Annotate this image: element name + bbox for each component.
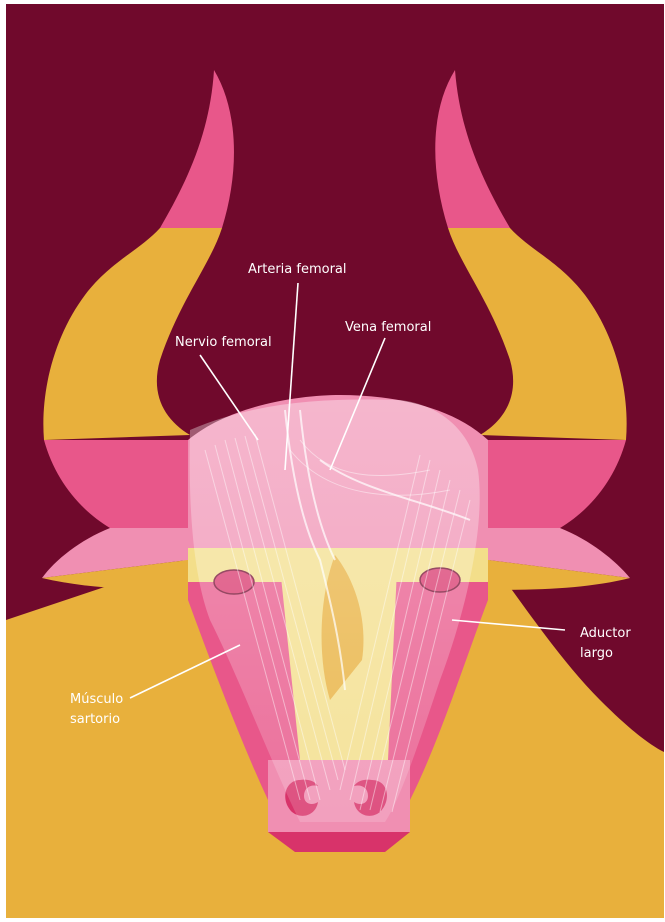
- label-arteria-femoral: Arteria femoral: [248, 262, 347, 277]
- label-musculo-line1: Músculo: [70, 692, 123, 707]
- label-vena-femoral: Vena femoral: [345, 320, 431, 335]
- label-nervio-femoral: Nervio femoral: [175, 335, 272, 350]
- label-musculo-line2: sartorio: [70, 712, 120, 727]
- label-aductor-line1: Aductor: [580, 626, 631, 641]
- label-aductor-line2: largo: [580, 646, 613, 661]
